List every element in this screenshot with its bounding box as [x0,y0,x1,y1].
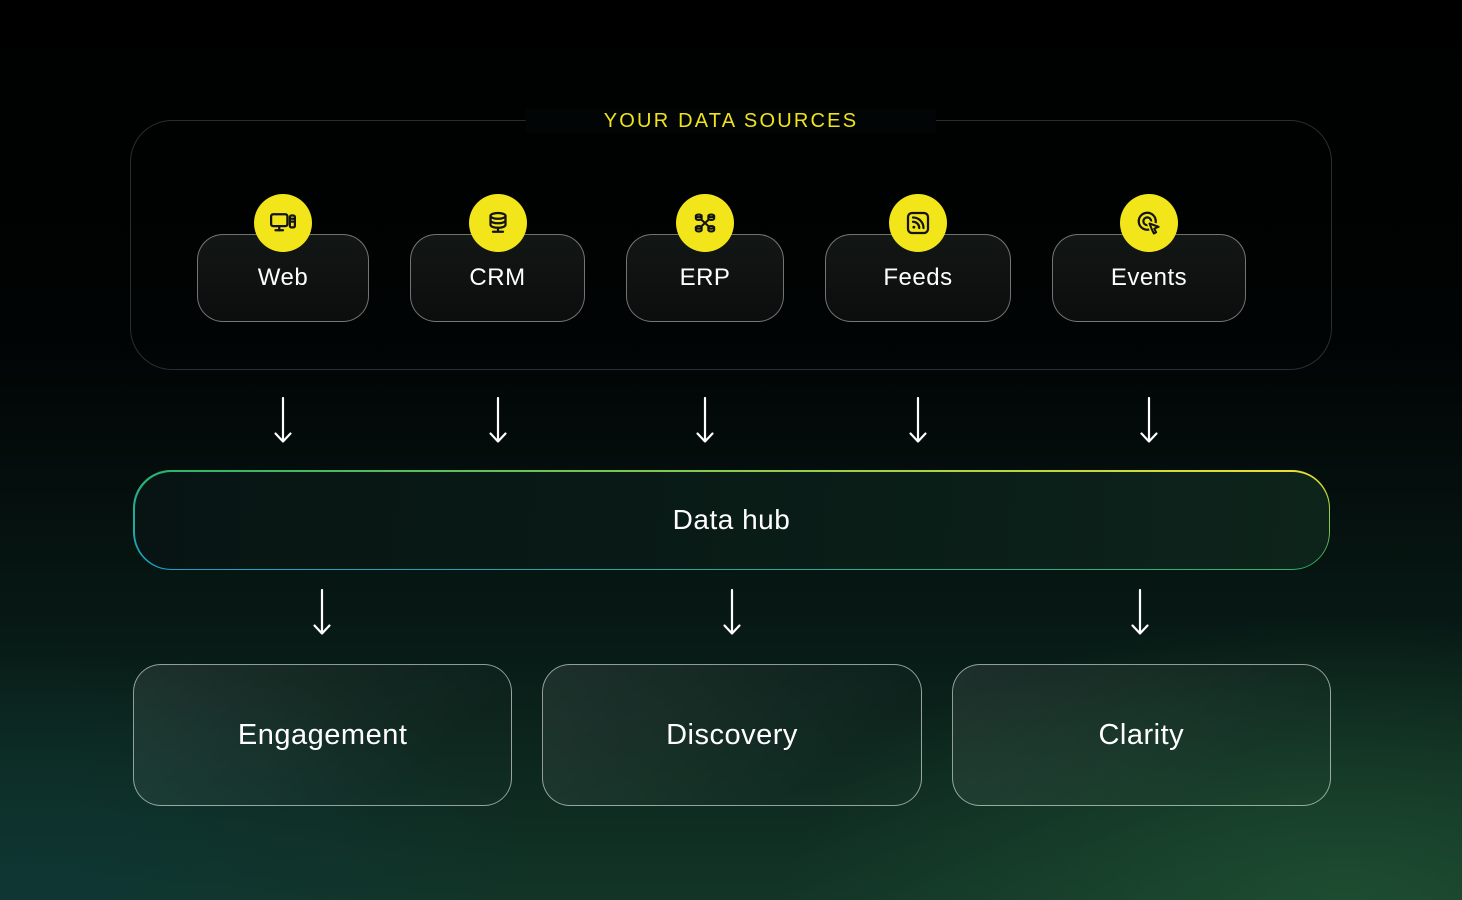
source-label: CRM [469,264,526,291]
sources-row: Web CRM [197,194,1246,322]
output-box-discovery: Discovery [542,664,922,806]
data-hub-box: Data hub [133,470,1330,570]
data-hub-label: Data hub [672,504,791,535]
down-arrow-icon [1128,588,1152,638]
down-arrow-icon [693,396,717,446]
source-box-erp: ERP [626,194,784,322]
outputs-row: Engagement Discovery Clarity [133,664,1331,806]
source-box-web: Web [197,194,369,322]
source-box-events: Events [1052,194,1246,322]
output-box-engagement: Engagement [133,664,513,806]
output-label: Engagement [237,718,408,751]
down-arrow-icon [1137,396,1161,446]
output-label: Clarity [1098,718,1185,751]
monitor-icon [254,194,312,252]
output-label: Discovery [666,718,798,751]
down-arrow-icon [906,396,930,446]
output-box-clarity: Clarity [951,664,1331,806]
distributed-nodes-icon [676,194,734,252]
source-box-crm: CRM [410,194,585,322]
source-label: ERP [679,264,731,291]
source-box-feeds: Feeds [825,194,1011,322]
down-arrow-icon [486,396,510,446]
down-arrow-icon [720,588,744,638]
data-sources-panel: YOUR DATA SOURCES Web [130,109,1332,370]
panel-title: YOUR DATA SOURCES [525,109,937,133]
source-label: Web [257,264,309,291]
data-hub-inner: Data hub [134,471,1329,569]
down-arrow-icon [271,396,295,446]
click-cursor-icon [1120,194,1178,252]
rss-feed-icon [889,194,947,252]
down-arrow-icon [310,588,334,638]
database-icon [468,194,527,252]
source-label: Feeds [883,264,953,291]
source-label: Events [1110,264,1188,291]
